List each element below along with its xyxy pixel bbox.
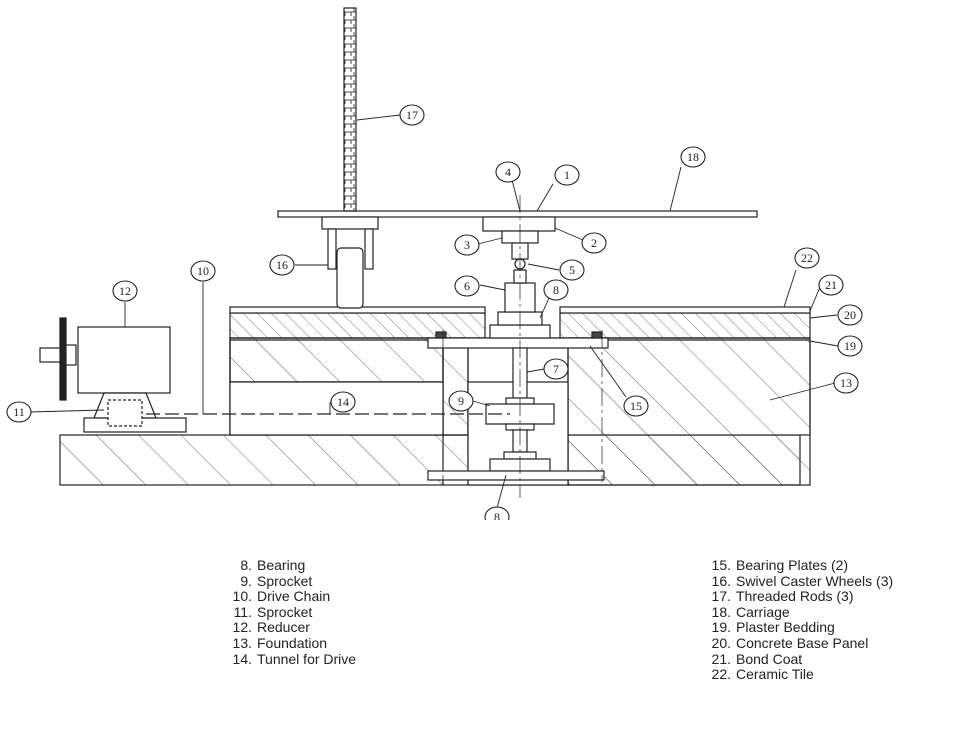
legend-item-20: 20.Concrete Base Panel	[711, 634, 869, 651]
legend-item-10: 10.Drive Chain	[232, 588, 331, 605]
legend-item-11: 11.Sprocket	[233, 603, 313, 620]
callout-1: 1	[564, 168, 570, 182]
legend-item-8: 8.Bearing	[240, 557, 306, 573]
legend-item-12: 12.Reducer	[232, 619, 310, 636]
callout-21: 21	[825, 278, 837, 292]
callout-19: 19	[844, 339, 856, 353]
callout-bubbles	[6, 104, 863, 520]
legend-item-14: 14.Tunnel for Drive	[232, 650, 357, 667]
legend-right: 15.Bearing Plates (2) 16.Swivel Caster W…	[703, 557, 894, 683]
callout-8-top: 8	[553, 283, 559, 297]
threaded-rod	[343, 7, 357, 212]
legend-item-17: 17.Threaded Rods (3)	[711, 588, 854, 605]
assembly-drawing: 1 2 3 4 5 6 7 8 8 9 10 11 12 13 14 15 16…	[6, 7, 863, 520]
callout-13: 13	[840, 376, 852, 390]
legend-item-15: 15.Bearing Plates (2)	[711, 557, 849, 573]
center-lines	[442, 195, 603, 498]
callout-20: 20	[844, 308, 856, 322]
callout-5: 5	[569, 263, 575, 277]
legend-left: 8.Bearing 9.Sprocket 10.Drive Chain 11.S…	[224, 557, 357, 667]
callout-10: 10	[197, 264, 209, 278]
callout-8-bottom: 8	[494, 510, 500, 520]
legend-item-21: 21.Bond Coat	[711, 650, 803, 667]
callout-12: 12	[119, 284, 131, 298]
caster-wheel	[321, 216, 379, 309]
legend-item-13: 13.Foundation	[232, 634, 328, 651]
callout-3: 3	[464, 238, 470, 252]
callout-18: 18	[687, 150, 699, 164]
callout-9: 9	[458, 394, 464, 408]
callout-4: 4	[505, 165, 511, 179]
callout-16: 16	[276, 258, 288, 272]
callout-17: 17	[406, 108, 418, 122]
callout-15: 15	[630, 399, 642, 413]
legend-item-9: 9.Sprocket	[240, 572, 313, 589]
callout-2: 2	[591, 236, 597, 250]
hub-block	[482, 216, 556, 260]
reducer	[39, 317, 187, 433]
callout-22: 22	[801, 251, 813, 265]
carriage	[277, 210, 758, 218]
legend-item-18: 18.Carriage	[711, 603, 790, 620]
concrete-base-panel	[229, 312, 811, 339]
legend-item-19: 19.Plaster Bedding	[711, 619, 835, 636]
leader-lines	[28, 114, 839, 509]
callout-6: 6	[464, 279, 470, 293]
callout-11: 11	[13, 405, 25, 419]
legend-item-22: 22.Ceramic Tile	[711, 666, 814, 683]
callout-14: 14	[337, 395, 349, 409]
callout-7: 7	[553, 362, 559, 376]
legend-item-16: 16.Swivel Caster Wheels (3)	[711, 572, 894, 589]
